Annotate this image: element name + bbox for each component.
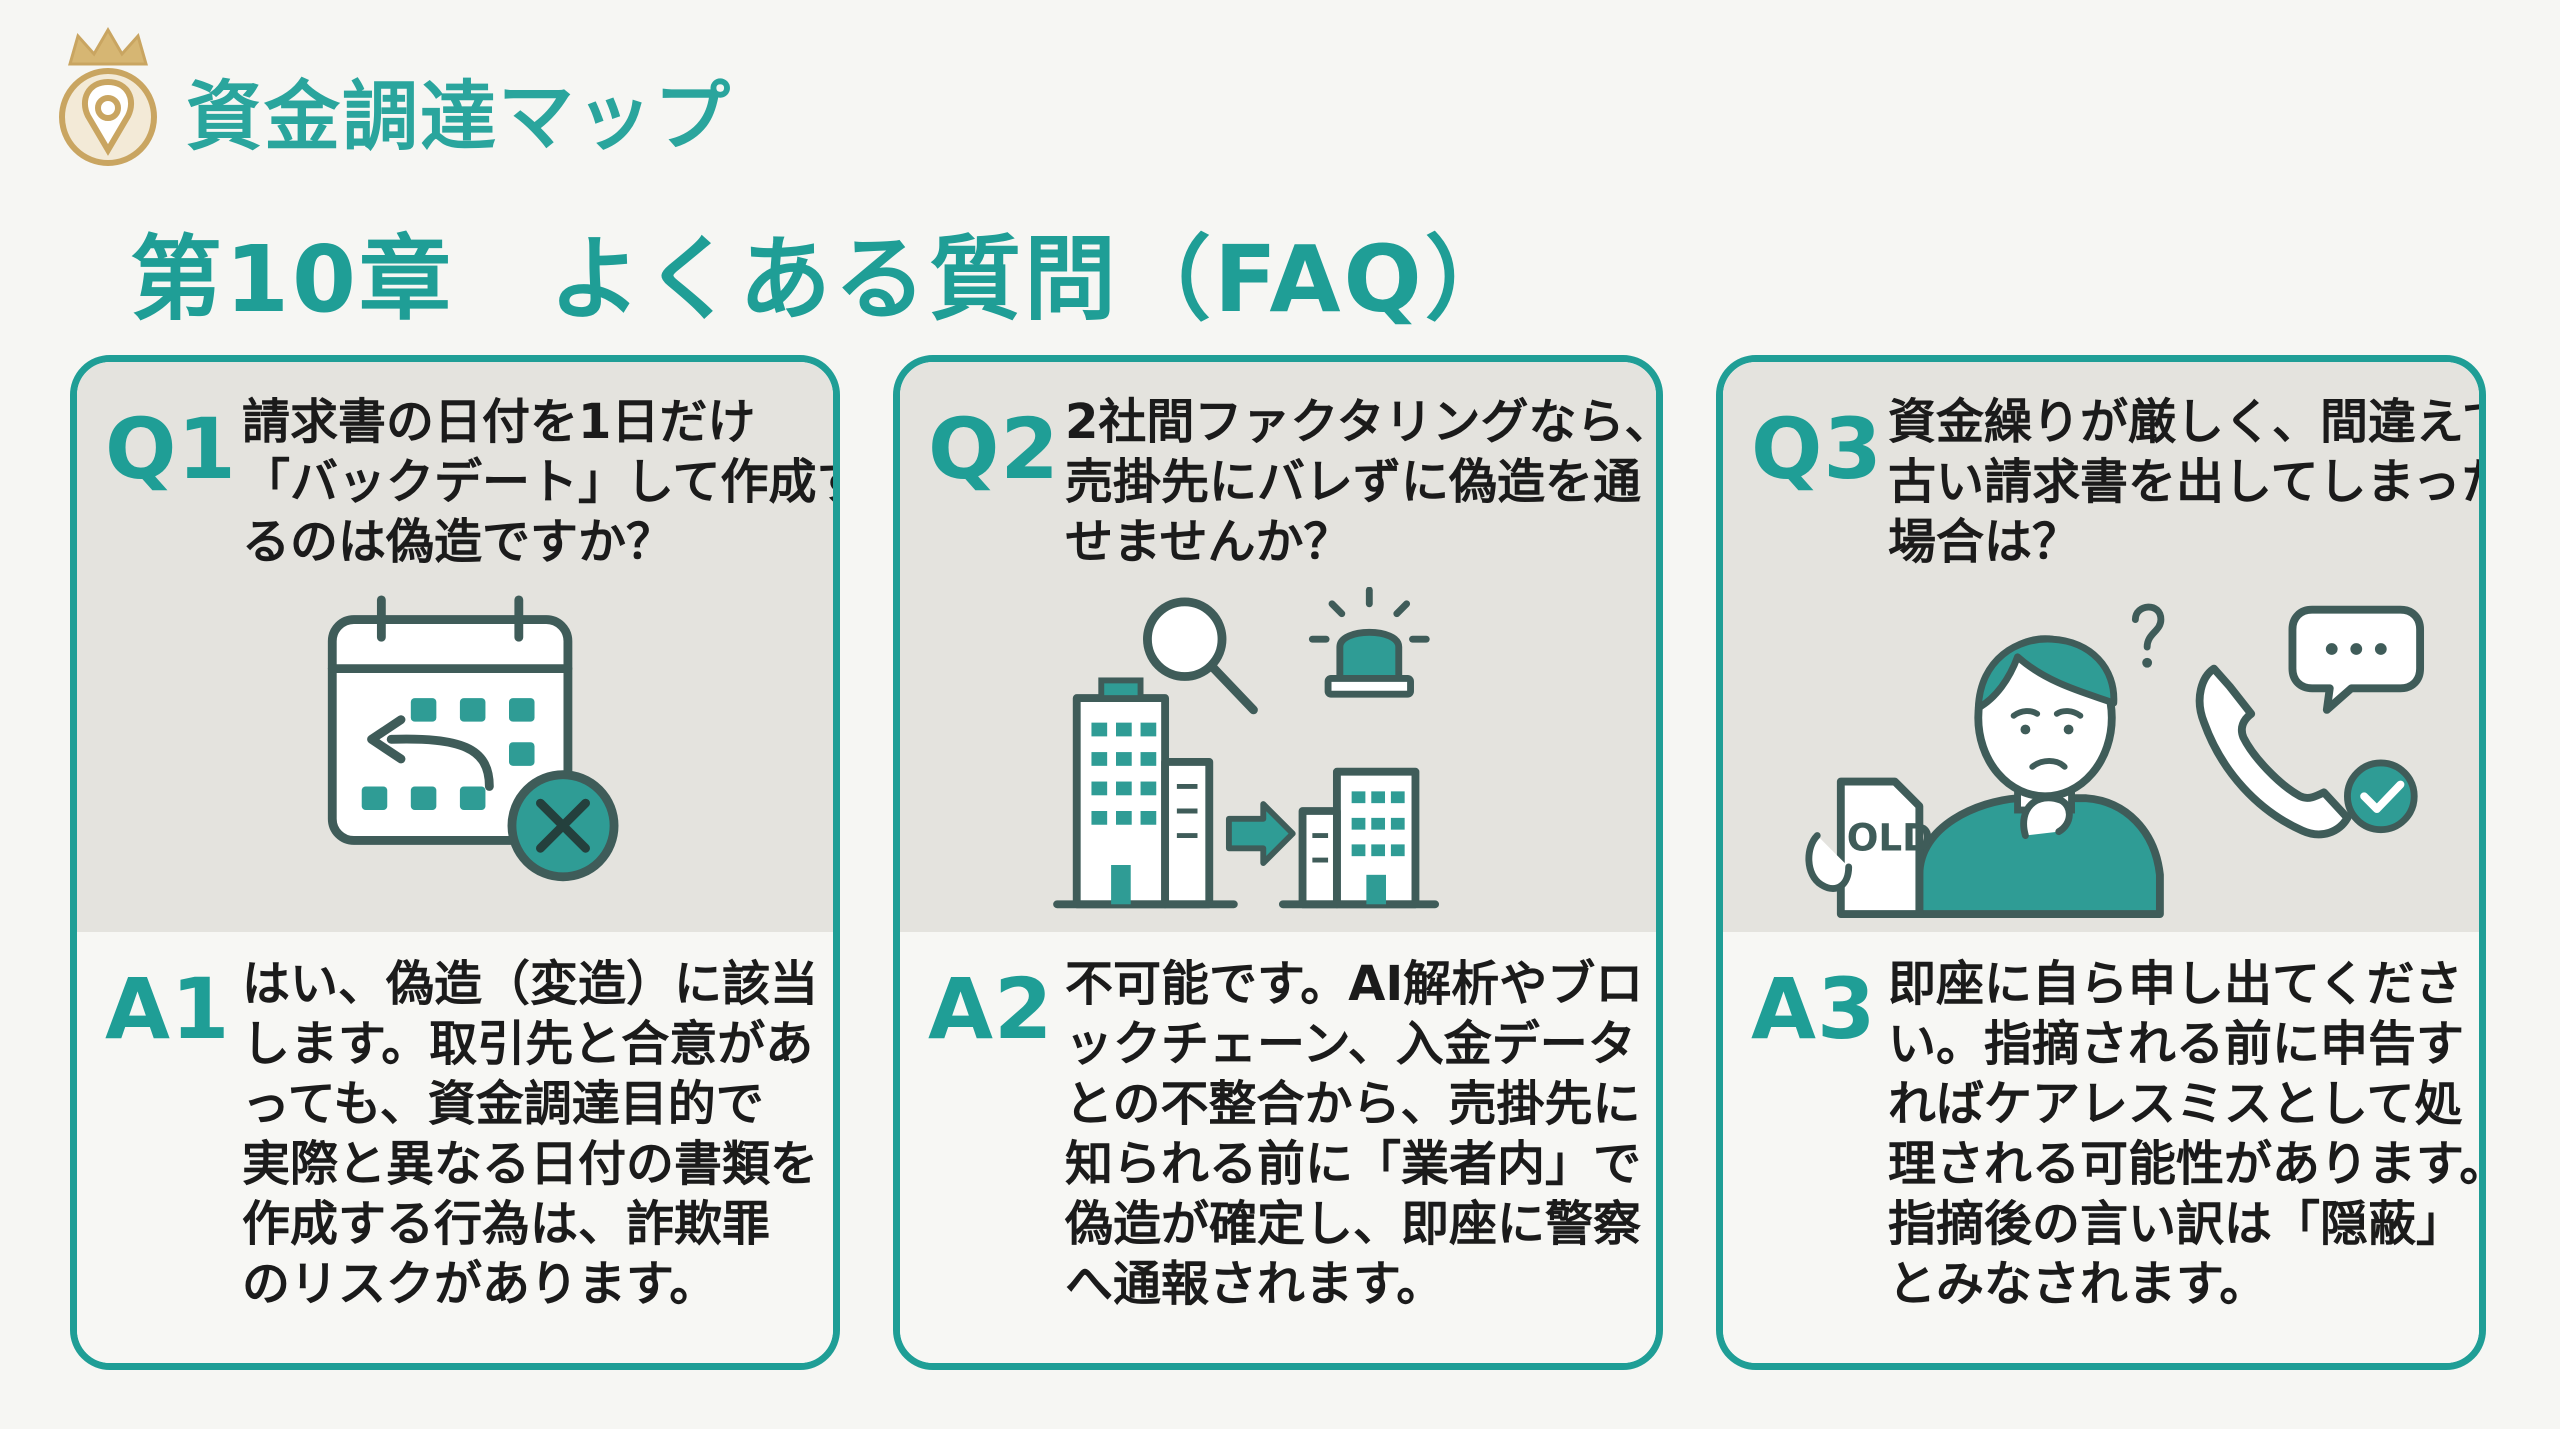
answer-panel: A1 はい、偽造（変造）に該当 します。取引先と合意があ っても、資金調達目的で…: [77, 932, 833, 1363]
answer-line: 即座に自ら申し出てくださ: [1888, 956, 2463, 1012]
question-panel: Q1 請求書の日付を1日だけ 「バックデート」して作成す るのは偽造ですか？: [77, 362, 833, 932]
brand-header: 資金調達マップ: [48, 22, 732, 172]
answer-line: 理される可能性があります。: [1888, 1136, 2486, 1192]
answer-line: 知られる前に「業者内」で: [1065, 1136, 1642, 1192]
answer-line: っても、資金調達目的で: [242, 1076, 764, 1132]
question-text: 2社間ファクタリングなら、 売掛先にバレずに偽造を通 せませんか？: [1065, 392, 1663, 572]
answer-line: 指摘後の言い訳は「隠蔽」: [1888, 1196, 2465, 1252]
question-label: Q1: [105, 400, 237, 498]
question-label: Q3: [1751, 400, 1883, 498]
question-panel: Q2 2社間ファクタリングなら、 売掛先にバレずに偽造を通 せませんか？: [900, 362, 1656, 932]
investigation-buildings-icon: [900, 586, 1656, 927]
answer-line: ックチェーン、入金データ: [1065, 1016, 1636, 1072]
answer-text: はい、偽造（変造）に該当 します。取引先と合意があ っても、資金調達目的で 実際…: [242, 954, 827, 1314]
answer-line: のリスクがあります。: [242, 1256, 718, 1312]
answer-line: い。指摘される前に申告す: [1888, 1016, 2465, 1072]
answer-text: 即座に自ら申し出てくださ い。指摘される前に申告す ればケアレスミスとして処 理…: [1888, 954, 2486, 1314]
worried-person-phone-icon: OLD: [1723, 587, 2479, 927]
question-line: 資金繰りが厳しく、間違えて: [1888, 394, 2486, 450]
question-line: せませんか？: [1065, 514, 1352, 570]
calendar-backdate-icon: [77, 587, 833, 927]
question-panel: Q3 資金繰りが厳しく、間違えて 古い請求書を出してしまった 場合は？ OLD: [1723, 362, 2479, 932]
question-line: 古い請求書を出してしまった: [1888, 454, 2486, 510]
question-text: 請求書の日付を1日だけ 「バックデート」して作成す るのは偽造ですか？: [242, 392, 840, 572]
answer-panel: A3 即座に自ら申し出てくださ い。指摘される前に申告す ればケアレスミスとして…: [1723, 932, 2486, 1363]
answer-line: とみなされます。: [1888, 1256, 2268, 1312]
question-line: 「バックデート」して作成す: [242, 454, 840, 510]
question-line: 場合は？: [1888, 514, 2081, 570]
answer-label: A3: [1751, 960, 1877, 1058]
question-line: るのは偽造ですか？: [242, 514, 675, 570]
question-text: 資金繰りが厳しく、間違えて 古い請求書を出してしまった 場合は？: [1888, 392, 2486, 572]
answer-line: します。取引先と合意があ: [242, 1016, 814, 1072]
old-document-label: OLD: [1847, 815, 1933, 859]
question-line: 売掛先にバレずに偽造を通: [1065, 454, 1642, 510]
answer-line: 実際と異なる日付の書類を: [242, 1136, 819, 1192]
answer-line: との不整合から、売掛先に: [1065, 1076, 1641, 1132]
answer-label: A2: [928, 960, 1054, 1058]
answer-label: A1: [105, 960, 231, 1058]
answer-line: 作成する行為は、詐欺罪: [242, 1196, 771, 1252]
brand-name: 資金調達マップ: [186, 72, 732, 161]
faq-card-2: Q2 2社間ファクタリングなら、 売掛先にバレずに偽造を通 せませんか？: [893, 355, 1663, 1370]
answer-text: 不可能です。AI解析やブロ ックチェーン、入金データ との不整合から、売掛先に …: [1065, 954, 1650, 1314]
question-line: 請求書の日付を1日だけ: [242, 394, 756, 450]
brand-logo-icon: [59, 27, 157, 166]
faq-card-1: Q1 請求書の日付を1日だけ 「バックデート」して作成す るのは偽造ですか？: [70, 355, 840, 1370]
question-line: 2社間ファクタリングなら、: [1065, 394, 1663, 450]
faq-card-3: Q3 資金繰りが厳しく、間違えて 古い請求書を出してしまった 場合は？ OLD: [1716, 355, 2486, 1370]
answer-line: ればケアレスミスとして処: [1888, 1076, 2463, 1132]
answer-panel: A2 不可能です。AI解析やブロ ックチェーン、入金データ との不整合から、売掛…: [900, 932, 1656, 1363]
question-label: Q2: [928, 400, 1060, 498]
answer-line: はい、偽造（変造）に該当: [242, 956, 819, 1012]
page-title: 第10章 よくある質問（FAQ）: [130, 226, 1520, 333]
answer-line: 偽造が確定し、即座に警察: [1065, 1196, 1642, 1252]
answer-line: 不可能です。AI解析やブロ: [1065, 956, 1644, 1012]
answer-line: へ通報されます。: [1065, 1256, 1445, 1312]
